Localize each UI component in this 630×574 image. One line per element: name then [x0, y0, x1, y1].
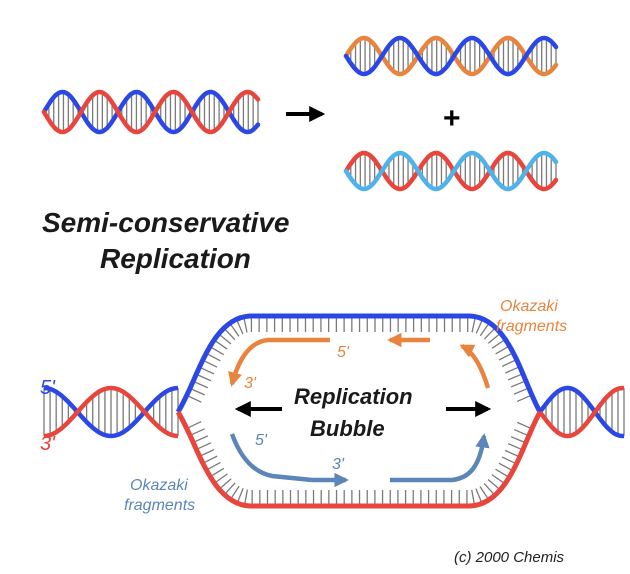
bubble-rung: [223, 482, 236, 496]
bottom-new-strand: [229, 433, 313, 483]
right-tail-strand: [538, 385, 625, 439]
helix-strand: [343, 150, 559, 192]
bubble-rung: [229, 322, 240, 337]
bubble-top-template-strand: [175, 313, 543, 414]
title-line-1: Semi-conservative: [42, 207, 289, 238]
bubble-rung: [196, 442, 212, 450]
left-top-5prime-label: 5': [40, 377, 56, 399]
okazaki-label-top-line-1: Okazaki: [500, 298, 558, 315]
top-new-strand: [228, 337, 330, 387]
bubble-rung: [487, 332, 502, 344]
bubble-rung: [186, 394, 202, 403]
bubble-rung: [504, 449, 520, 458]
okazaki-fragment-top: [459, 343, 491, 389]
helix-strand: [41, 89, 261, 135]
title-line-2: Replication: [100, 243, 251, 274]
bubble-rung: [192, 435, 209, 444]
bubble-rung: [189, 428, 205, 437]
bubble-rung: [195, 373, 212, 382]
bottom-new-strand-5prime-label: 5': [255, 432, 268, 449]
bubble-rung: [498, 462, 514, 472]
bubble-rung: [199, 448, 215, 457]
bubble-rung: [479, 486, 490, 501]
bubble-rung: [483, 327, 496, 340]
bubble-rung: [483, 483, 496, 496]
bubble-rung: [243, 316, 248, 333]
bubble-rung: [199, 366, 215, 375]
bubble-rung: [218, 478, 232, 490]
helix-strand: [343, 35, 559, 77]
top-new-strand-5prime-label: 5': [337, 344, 350, 361]
bubble-rung: [510, 380, 527, 388]
bubble-rung: [189, 387, 205, 396]
bubble-rung: [202, 359, 218, 368]
bubble-rung: [491, 338, 506, 349]
bubble-rung: [218, 333, 232, 345]
left-tail-strand: [43, 385, 179, 439]
bubble-rung: [513, 387, 530, 395]
bubble-rung: [475, 318, 484, 334]
bubble-rung: [223, 327, 236, 341]
bubble-rung: [214, 473, 228, 484]
top-new-strand-3prime-label: 3': [244, 375, 257, 392]
parent-helix: [41, 89, 261, 135]
bubble-rung: [475, 488, 483, 504]
bubble-rung: [507, 373, 524, 381]
okazaki-label-top-line-2: fragments: [496, 318, 567, 335]
bubble-rung: [186, 421, 202, 430]
daughter-helix-bottom: [343, 150, 559, 192]
bubble-rung: [243, 489, 249, 506]
bubble-rung: [235, 319, 244, 335]
okazaki-label-bottom-line-1: Okazaki: [130, 477, 188, 494]
bubble-rung: [206, 461, 221, 471]
credit-text: (c) 2000 Chemis: [454, 549, 565, 566]
bubble-rung: [501, 456, 517, 465]
bubble-rung: [213, 339, 228, 350]
bubble-rung: [498, 352, 514, 361]
bubble-rung: [504, 366, 521, 374]
right-tail-strand: [538, 385, 625, 439]
bubble-rung: [495, 345, 510, 355]
bubble-rung: [236, 488, 244, 504]
okazaki-label-bottom-line-2: fragments: [124, 497, 195, 514]
bubble-rung: [507, 443, 524, 451]
bubble-rung: [487, 478, 501, 491]
bubble-rung: [501, 358, 517, 367]
bubble-rung: [209, 467, 225, 478]
replication-bubble: [43, 313, 625, 509]
bottom-new-strand-3prime-label: 3': [332, 456, 345, 473]
bubble-rung: [513, 428, 530, 437]
helix-strand: [41, 89, 261, 135]
left-tail-strand: [43, 385, 179, 439]
okazaki-fragment-bottom: [390, 433, 490, 483]
bubble-rung: [516, 394, 533, 403]
bubble-bottom-template-strand: [175, 410, 543, 509]
bubble-rung: [510, 436, 527, 444]
bubble-rung: [471, 316, 477, 333]
plus-icon: +: [443, 102, 461, 135]
bubble-label-line-2: Bubble: [310, 416, 385, 441]
bubble-rung: [229, 485, 240, 500]
bubble-rung: [471, 489, 476, 506]
bubble-rung: [491, 474, 506, 485]
bubble-rung: [479, 322, 491, 337]
daughter-helix-top: [343, 35, 559, 77]
bubble-rung: [495, 468, 510, 478]
bubble-rung: [202, 455, 218, 464]
bubble-rung: [209, 346, 225, 356]
left-bottom-3prime-label: 3': [40, 433, 56, 455]
bubble-rung: [516, 421, 533, 430]
bubble-rung: [205, 352, 221, 362]
bubble-rung: [192, 380, 209, 389]
bubble-label-line-1: Replication: [294, 384, 413, 409]
